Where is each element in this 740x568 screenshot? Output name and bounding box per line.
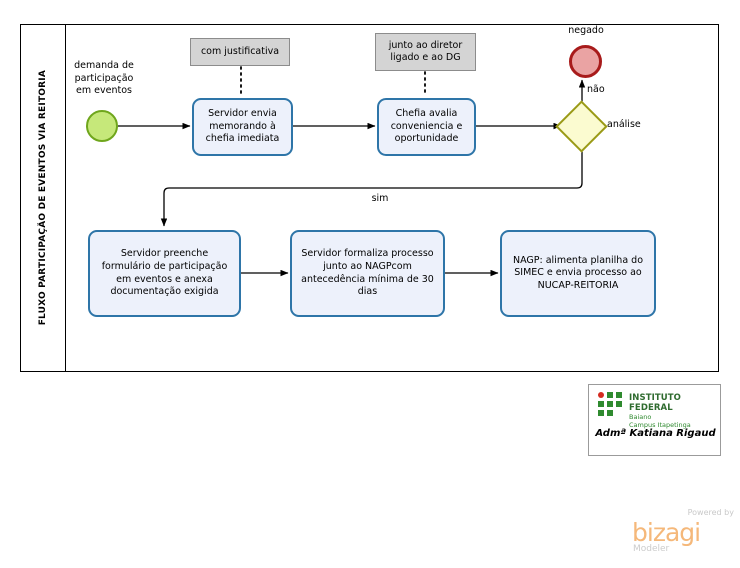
institution-logo-box: INSTITUTO FEDERAL Baiano Campus Itapetin…: [588, 384, 721, 456]
logo-text-block: INSTITUTO FEDERAL Baiano Campus Itapetin…: [629, 392, 720, 429]
annotation-text: junto ao diretor ligado e ao DG: [388, 39, 463, 63]
logo-subtitle1: Baiano: [629, 413, 652, 421]
end-event-label: negado: [568, 25, 604, 36]
gateway-branch-yes-label: sim: [371, 193, 389, 204]
task-label: Chefia avalia conveniencia e oportunidad…: [390, 108, 463, 145]
watermark-brand: bizagi: [632, 518, 701, 547]
logo-author: Admª Katiana Rigaud: [595, 428, 716, 439]
logo-title: INSTITUTO FEDERAL: [629, 393, 681, 413]
annotation-com-justificativa: com justificativa: [190, 38, 290, 66]
lane-header: FLUXO PARTICIPAÇÃO DE EVENTOS VIA REITOR…: [20, 24, 66, 372]
watermark-powered-by: Powered by: [687, 508, 734, 517]
task-label: Servidor formaliza processo junto ao NAG…: [301, 248, 434, 298]
start-event[interactable]: [86, 110, 118, 142]
start-event-label: demanda de participação em eventos: [74, 60, 134, 97]
task-nagp-alimenta-planilha[interactable]: NAGP: alimenta planilha do SIMEC e envia…: [500, 230, 656, 317]
instituto-federal-logo-icon: [598, 392, 623, 417]
bizagi-watermark: Powered by bizagi Modeler: [632, 508, 736, 558]
task-chefia-avalia[interactable]: Chefia avalia conveniencia e oportunidad…: [377, 98, 476, 156]
task-label: NAGP: alimenta planilha do SIMEC e envia…: [512, 254, 644, 291]
annotation-text: com justificativa: [200, 45, 280, 57]
gateway-label: análise: [607, 119, 641, 130]
lane-title: FLUXO PARTICIPAÇÃO DE EVENTOS VIA REITOR…: [37, 70, 48, 326]
logo-row: INSTITUTO FEDERAL Baiano Campus Itapetin…: [598, 392, 720, 429]
task-servidor-preenche-formulario[interactable]: Servidor preenche formulário de particip…: [88, 230, 241, 317]
task-label: Servidor envia memorando à chefia imedia…: [205, 108, 280, 145]
annotation-junto-ao-diretor: junto ao diretor ligado e ao DG: [375, 33, 476, 71]
task-label: Servidor preenche formulário de particip…: [101, 248, 228, 298]
watermark-product: Modeler: [633, 544, 670, 554]
task-servidor-envia-memorando[interactable]: Servidor envia memorando à chefia imedia…: [192, 98, 293, 156]
gateway-branch-no-label: não: [587, 84, 605, 95]
end-event-negado[interactable]: [569, 45, 602, 78]
task-servidor-formaliza-processo[interactable]: Servidor formaliza processo junto ao NAG…: [290, 230, 445, 317]
logo-subtitle2: Campus Itapetinga: [629, 421, 691, 430]
